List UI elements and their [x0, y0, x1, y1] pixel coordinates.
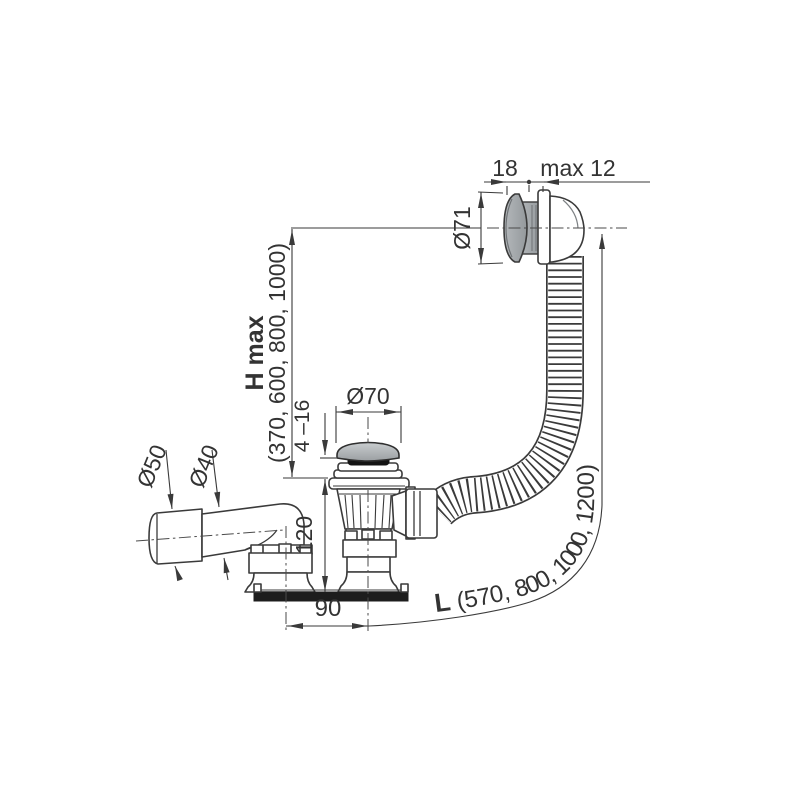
hose-corrugation-ridges — [426, 256, 582, 524]
dimension-18-label: 18 — [492, 155, 518, 181]
dimension-dia70-label: Ø70 — [346, 383, 389, 409]
dimension-dia50: Ø50 — [131, 441, 183, 582]
dimension-90: 90 — [286, 595, 369, 629]
dimension-dia40-label: Ø40 — [183, 441, 223, 491]
outlet-socket — [148, 508, 203, 565]
hose-cone — [391, 490, 407, 537]
dimension-120: 120 — [291, 479, 328, 592]
dimension-4-16: 4 –16 — [283, 400, 336, 479]
strainer-ribs — [344, 494, 392, 529]
side-outlet-nut — [244, 543, 316, 593]
dimension-dia70: Ø70 — [335, 383, 402, 443]
dimension-4-16-label: 4 –16 — [291, 400, 314, 453]
centerlines — [135, 227, 627, 633]
dimension-90-label: 90 — [315, 595, 342, 622]
dimension-hmax: H max (370, 600, 800, 1000) — [241, 227, 481, 477]
drain-flange — [328, 477, 410, 490]
overflow-flange-plate — [537, 189, 551, 265]
drain-base-plate — [253, 583, 409, 602]
overflow-assembly — [503, 189, 585, 265]
dimension-hmax-label: H max — [241, 315, 269, 390]
dimension-120-label: 120 — [291, 516, 317, 554]
overflow-elbow-dome — [549, 195, 585, 263]
hose-connection-nut — [405, 486, 438, 540]
dimension-max12-label: max 12 — [540, 155, 615, 181]
side-outlet-pipe — [148, 503, 305, 565]
dimension-dia50-label: Ø50 — [131, 441, 171, 491]
dimension-hmax-values: (370, 600, 800, 1000) — [264, 243, 290, 463]
dimension-length-label: L — [433, 586, 453, 618]
corrugated-hose — [424, 256, 584, 525]
drain-plug-cap — [333, 441, 403, 479]
plug-cap-dome — [336, 441, 400, 462]
dimension-18-max12: 18 max 12 — [484, 155, 650, 195]
